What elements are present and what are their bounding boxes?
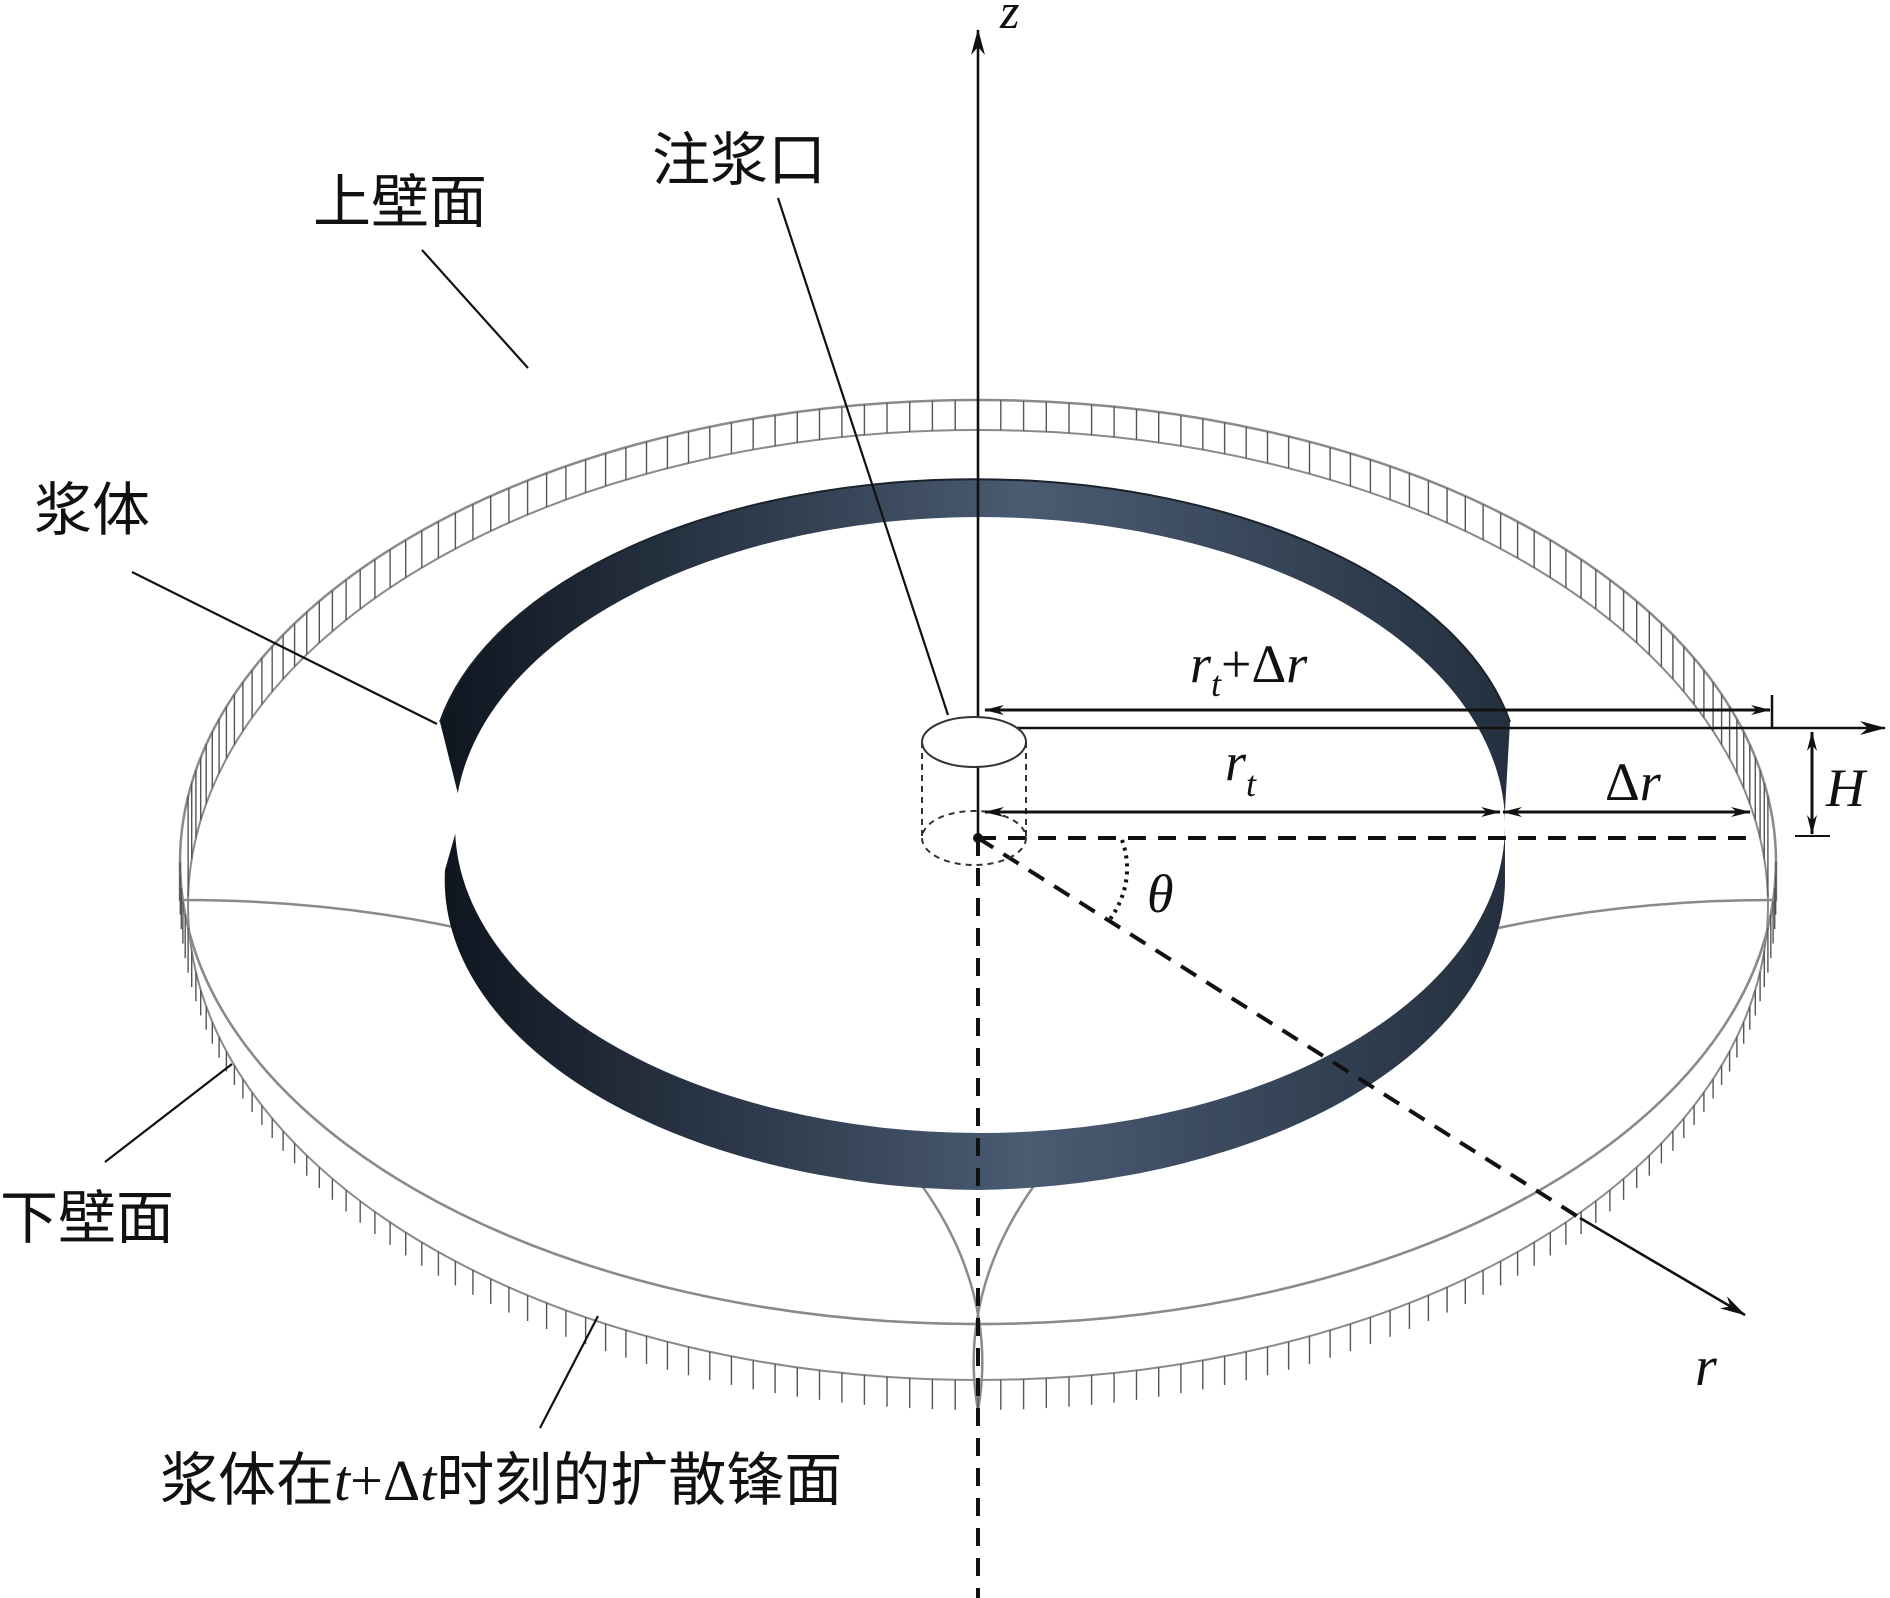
diffusion-front-hatching — [179, 400, 1777, 1410]
leader-front — [539, 1315, 599, 1429]
rt-sub: t — [1211, 664, 1222, 704]
rt2-sub: t — [1246, 764, 1257, 804]
dimensions — [984, 695, 1830, 837]
leader-upper-wall — [421, 249, 529, 369]
label-grout-inlet: 注浆口 — [652, 126, 826, 194]
front-t2: t — [420, 1448, 438, 1513]
leader-lower-wall — [104, 1063, 233, 1163]
front-plus-delta: +Δ — [350, 1448, 420, 1513]
coordinate-axes — [971, 29, 1886, 1598]
rt2-r: r — [1225, 732, 1247, 792]
label-upper-wall: 上壁面 — [313, 168, 487, 236]
labels: 上壁面 注浆口 浆体 下壁面 浆体在t+Δt时刻的扩散锋面 z r θ H rt… — [0, 0, 1868, 1514]
rt-dr-r: r — [1286, 634, 1308, 694]
grout-ring-inner-edge — [455, 517, 1505, 1133]
rt-plus-delta: +Δ — [1221, 634, 1286, 694]
symbol-theta: θ — [1147, 864, 1174, 924]
grout-ring-front — [444, 810, 1506, 1190]
rt-r: r — [1190, 634, 1212, 694]
inlet-bottom — [921, 810, 1027, 866]
symbol-r-axis: r — [1695, 1336, 1717, 1398]
front-prefix: 浆体在 — [160, 1446, 334, 1514]
dr-delta: Δ — [1605, 752, 1640, 812]
symbol-H: H — [1825, 758, 1868, 818]
grout-inlet — [921, 716, 1027, 866]
symbol-rt-plus-dr: rt+Δr — [1190, 634, 1308, 704]
origin-point — [973, 833, 983, 843]
inlet-top — [921, 716, 1027, 768]
grout-ring — [439, 478, 1511, 1190]
label-diffusion-front: 浆体在t+Δt时刻的扩散锋面 — [160, 1446, 842, 1514]
symbol-rt: rt — [1225, 732, 1257, 804]
symbol-dr: Δr — [1605, 752, 1662, 812]
leader-lines — [104, 197, 950, 1429]
label-grout-body: 浆体 — [34, 476, 150, 544]
front-t: t — [334, 1448, 352, 1513]
leader-grout-inlet — [776, 197, 950, 716]
leader-grout-body — [131, 571, 438, 725]
label-lower-wall: 下壁面 — [0, 1184, 174, 1252]
dr-r: r — [1640, 752, 1662, 812]
r-axis — [1579, 1216, 1746, 1317]
grout-ring-top-edge — [439, 478, 1511, 723]
symbol-z: z — [999, 0, 1019, 39]
theta-arc — [1106, 839, 1130, 924]
front-suffix: 时刻的扩散锋面 — [436, 1446, 842, 1514]
